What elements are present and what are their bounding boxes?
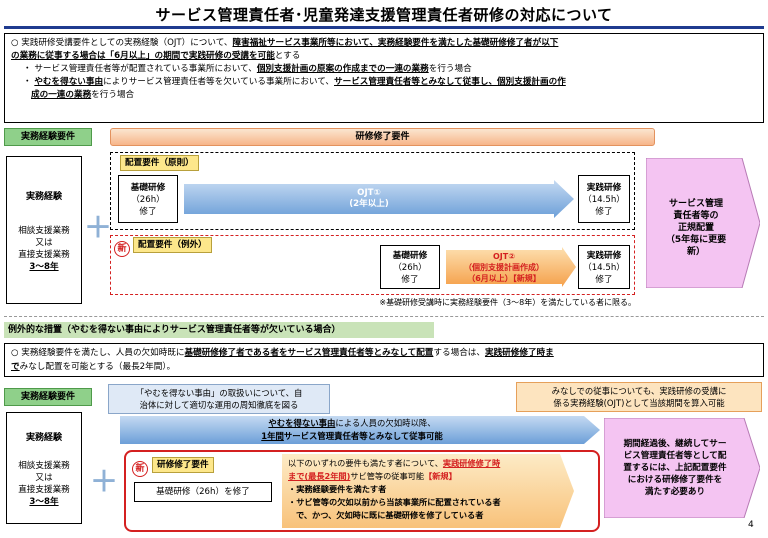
plus-icon-bottom: ＋ <box>90 465 119 498</box>
principle-box <box>110 152 635 230</box>
ojt1-arrow-shape <box>184 180 574 218</box>
bottom-result-line-2: ビス管理責任者等として配 <box>623 451 727 461</box>
bottom-blue-arrow: やむを得ない事由による人員の欠如時以降、 1年間サービス管理責任者等とみなして従… <box>120 414 600 446</box>
practice-training-box-2: 実践研修 （14.5h） 修了 <box>578 245 630 289</box>
top-experience-detail-3: 直接支援業務 <box>18 249 70 260</box>
page-title: サービス管理責任者･児童発達支援管理責任者研修の対応について <box>155 6 613 24</box>
basic2-line-2: （26h） <box>393 263 427 273</box>
callout-left: 「やむを得ない事由」の取扱いについて、自 治体に対して適切な運用の周知徹底を図る <box>108 384 330 414</box>
top-result-shape <box>645 157 761 289</box>
ojt2-line-2: （個別支援計画作成） <box>464 263 544 272</box>
practice-training-box-1: 実践研修 （14.5h） 修了 <box>578 175 630 223</box>
practice1-line-1: 実践研修 <box>586 183 622 193</box>
top-experience-detail-2: 又は <box>35 237 53 248</box>
bottom-result-line-5: 満たす必要あり <box>644 487 706 497</box>
basic2-line-1: 基礎研修 <box>392 251 428 261</box>
bottom-experience-years: 3～8年 <box>29 496 59 507</box>
basic1-line-3: 修了 <box>139 207 157 217</box>
top-experience-years: 3～8年 <box>29 261 59 272</box>
bottom-experience-detail-2: 又は <box>35 472 53 483</box>
intro-bullet-1: ・ サービス管理責任者等が配置されている事業所において、個別支援計画の原案の作成… <box>23 64 472 74</box>
cond-line-4: ・サビ管等の欠如以前から当該事業所に配置されている者 <box>288 497 501 507</box>
ojt2-line-3: （6月以上）【新規】 <box>467 274 541 283</box>
intro-bullet-2: ・ やむを得ない事由によりサービス管理責任者等を欠いている事業所において、サービ… <box>23 77 566 87</box>
callout-right: みなしでの従事についても、実践研修の受講に 係る実務経験(OJT)として当該期間… <box>516 382 762 412</box>
practice2-line-1: 実践研修 <box>586 251 622 261</box>
bottom-conditions-shape <box>282 454 574 528</box>
top-experience-title: 実務経験 <box>25 191 62 202</box>
top-note: ※基礎研修受講時に実務経験要件（3～8年）を満たしている者に限る。 <box>379 298 636 307</box>
top-result-line-4: （5年毎に更要 <box>665 235 727 245</box>
plus-icon: ＋ <box>84 211 113 244</box>
intro-box: ○ 実践研修受講要件としての実務経験（OJT）について、障害福祉サービス事業所等… <box>4 33 764 123</box>
bottom-experience-detail-3: 直接支援業務 <box>18 484 70 495</box>
bottom-arrow-line-1: やむを得ない事由による人員の欠如時以降、 <box>268 418 436 428</box>
practice2-line-2: （14.5h） <box>583 263 625 273</box>
bottom-desc-box: ○ 実務経験要件を満たし、人員の欠如時既に基礎研修修了者である者をサービス管理責… <box>4 343 764 377</box>
new-badge: 新 <box>114 236 130 257</box>
top-experience-box: 実務経験 相談支援業務 又は 直接支援業務 3～8年 <box>6 156 82 304</box>
ojt1-line-2: (2年以上) <box>349 199 389 209</box>
bottom-experience-box: 実務経験 相談支援業務 又は 直接支援業務 3～8年 <box>6 412 82 524</box>
top-result-line-3: 正規配置 <box>677 223 714 233</box>
bottom-result-line-3: 置するには、上記配置要件 <box>623 463 727 473</box>
practice1-line-2: （14.5h） <box>583 195 625 205</box>
principle-label: 配置要件（原則） <box>120 155 199 171</box>
basic1-line-1: 基礎研修 <box>130 183 166 193</box>
bottom-result-line-1: 期間経過後、継続してサー <box>623 439 727 449</box>
bottom-blue-arrow-shape <box>120 416 600 444</box>
top-req-header: 実務経験要件 <box>4 128 92 146</box>
bottom-conditions: 以下のいずれの要件も満たす者について、実践研修修了時 まで(最長2年間)サビ管等… <box>282 454 574 528</box>
exception-box <box>110 235 635 295</box>
exception-label: 配置要件（例外） <box>133 237 212 253</box>
intro-bullet-2-cont: 成の一連の業務を行う場合 <box>31 90 135 100</box>
top-experience-detail-1: 相談支援業務 <box>18 225 70 236</box>
top-result-line-5: 新） <box>686 247 705 257</box>
top-result: サービス管理 責任者等の 正規配置 （5年毎に更要 新） <box>645 157 761 289</box>
bottom-req-header: 実務経験要件 <box>4 388 92 406</box>
ojt2-arrow-shape <box>446 247 576 287</box>
cond-line-5: で、かつ、欠如時に既に基礎研修を修了している者 <box>296 510 484 520</box>
cond-line-1: 以下のいずれの要件も満たす者について、実践研修修了時 <box>288 458 501 468</box>
bottom-course-label: 研修修了要件 <box>152 457 214 473</box>
practice2-line-3: 修了 <box>595 275 613 285</box>
cond-line-3: ・実務経験要件を満たす者 <box>288 484 387 494</box>
top-result-line-1: サービス管理 <box>668 199 723 209</box>
bottom-experience-detail-1: 相談支援業務 <box>18 460 70 471</box>
bottom-result: 期間経過後、継続してサー ビス管理責任者等として配 置するには、上記配置要件 に… <box>603 417 761 519</box>
bottom-course-frame <box>124 450 600 532</box>
ojt1-arrow: OJT① (2年以上) <box>184 180 574 218</box>
ojt1-line-1: OJT① <box>357 188 381 198</box>
title-underline <box>4 26 764 29</box>
page-number: 4 <box>748 520 754 530</box>
bottom-arrow-line-2: 1年間サービス管理責任者等とみなして従事可能 <box>261 431 443 441</box>
new-badge-bottom: 新 <box>132 456 148 477</box>
bottom-basic-done: 基礎研修（26h）を修了 <box>134 482 272 502</box>
bottom-result-shape <box>603 417 761 519</box>
top-course-header: 研修修了要件 <box>110 128 655 146</box>
basic-training-box-2: 基礎研修 （26h） 修了 <box>380 245 440 289</box>
bottom-section-title: 例外的な措置（やむを得ない事由によりサービス管理責任者等が欠いている場合） <box>4 322 434 338</box>
section-separator <box>4 316 764 317</box>
ojt2-line-1: OJT② <box>492 252 515 261</box>
basic1-line-2: （26h） <box>131 195 165 205</box>
top-result-line-2: 責任者等の <box>673 211 719 221</box>
basic-training-box-1: 基礎研修 （26h） 修了 <box>118 175 178 223</box>
cond-line-2: まで(最長2年間)サビ管等の従事可能【新規】 <box>288 471 457 481</box>
bottom-result-line-4: における研修修了要件を <box>627 475 723 485</box>
intro-line-1: ○ 実践研修受講要件としての実務経験（OJT）について、障害福祉サービス事業所等… <box>11 38 559 48</box>
intro-line-2: の業務に従事する場合は「6月以上」の期間で実践研修の受講を可能とする <box>11 51 301 61</box>
basic2-line-3: 修了 <box>401 275 419 285</box>
ojt2-arrow: OJT② （個別支援計画作成） （6月以上）【新規】 <box>446 247 576 287</box>
practice1-line-3: 修了 <box>595 207 613 217</box>
bottom-experience-title: 実務経験 <box>25 432 62 443</box>
